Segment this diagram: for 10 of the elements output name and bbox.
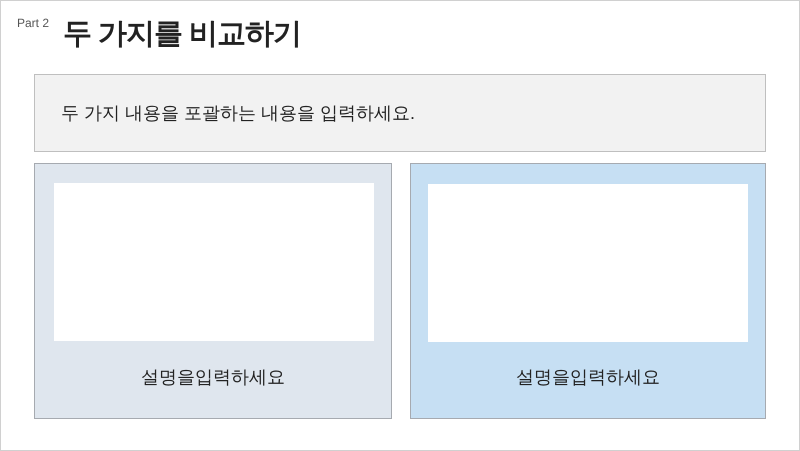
panel-card	[34, 163, 392, 419]
image-placeholder-box	[54, 183, 374, 341]
image-placeholder-box	[428, 184, 748, 342]
description-text: 설명을입력하세요	[515, 366, 661, 389]
description-text: 설명을입력하세요	[140, 366, 286, 389]
panel-card	[410, 163, 766, 419]
title: 두 가지를 비교하기	[63, 17, 302, 52]
section-label: Part 2	[17, 15, 50, 32]
description-text: 두 가지 내용을 포괄하는 내용을 입력하세요.	[61, 102, 416, 124]
summary-box	[34, 74, 766, 152]
